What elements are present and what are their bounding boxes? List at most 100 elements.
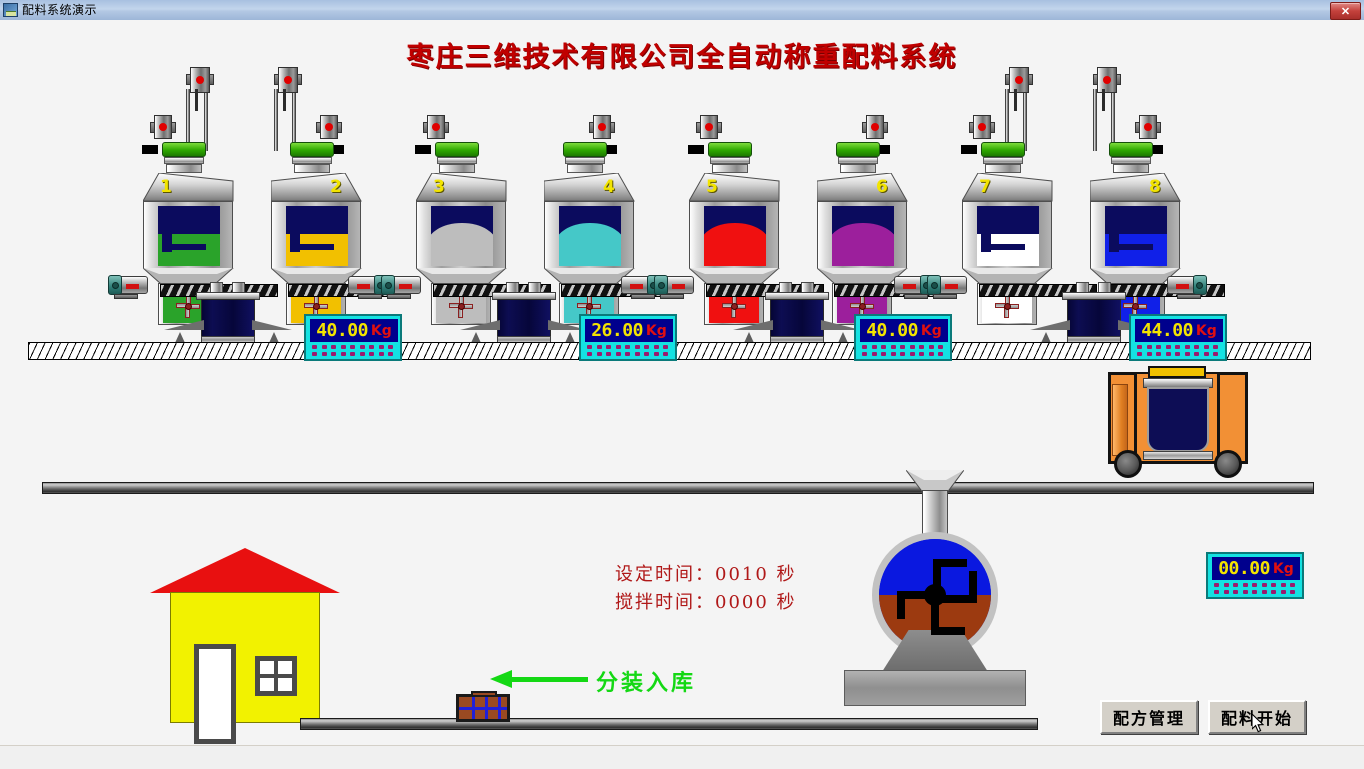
silo-valve xyxy=(1109,142,1153,157)
silo-valve-wing xyxy=(961,145,977,154)
recipe-management-button[interactable]: 配方管理 xyxy=(1100,700,1198,734)
silo-agitator-blade xyxy=(1017,210,1025,234)
scale-hopper-4[interactable] xyxy=(1030,282,1158,354)
screw-drive-motor-icon xyxy=(1167,275,1207,299)
silo-neck xyxy=(985,164,1021,173)
silo-2[interactable]: 2 xyxy=(268,67,364,340)
hopper-load-arm xyxy=(733,320,773,330)
close-icon[interactable]: ✕ xyxy=(1330,2,1361,20)
flow-arrow-line xyxy=(510,677,588,682)
silo-agitator-blade xyxy=(162,216,172,252)
silo-3[interactable]: 3 xyxy=(413,115,509,340)
dot-matrix-cell xyxy=(1194,352,1199,356)
screw-drive-motor-icon xyxy=(927,275,967,299)
warehouse-wall xyxy=(170,592,320,723)
mixer-hub xyxy=(924,584,946,606)
window-pane xyxy=(278,678,292,691)
silo-valve-wing xyxy=(142,145,158,154)
basket-grid-line xyxy=(459,707,507,710)
silo-impeller-icon xyxy=(848,293,876,319)
silo-motor-shaft xyxy=(1102,89,1105,111)
weight-screen: 26.00 Kg xyxy=(585,319,673,342)
dot-matrix-cell xyxy=(1214,590,1219,594)
mixer-paddle-right xyxy=(935,595,977,603)
scale-hopper-3[interactable] xyxy=(733,282,861,354)
mix-time-unit: 秒 xyxy=(776,592,797,613)
weight-screen: 44.00 Kg xyxy=(1135,319,1223,342)
dot-matrix-cell xyxy=(653,345,659,349)
silo-impeller-icon xyxy=(447,293,475,319)
silo-number-label: 7 xyxy=(979,177,991,197)
trolley-tank xyxy=(1147,387,1209,452)
hopper-body xyxy=(201,299,255,337)
silo-agitator-blade xyxy=(162,244,206,250)
mixer-paddle-top xyxy=(933,559,941,597)
dot-matrix-cell xyxy=(1137,345,1142,349)
scale-hopper-1[interactable] xyxy=(164,282,292,354)
dot-matrix-cell xyxy=(1271,583,1276,587)
dot-matrix-cell xyxy=(871,345,877,349)
dot-matrix-cell xyxy=(340,345,346,349)
silo-neck-ring xyxy=(437,157,477,164)
silo-body xyxy=(143,201,233,269)
weight-screen: 40.00 Kg xyxy=(860,319,948,342)
transfer-trolley[interactable] xyxy=(1108,366,1248,478)
dot-matrix-cell xyxy=(378,345,384,349)
silo-shoulder xyxy=(962,173,1053,202)
silo-standpipe xyxy=(274,89,278,151)
window-pane xyxy=(260,678,274,691)
scale-hopper-2[interactable] xyxy=(460,282,588,354)
main-transfer-rail xyxy=(42,482,1314,494)
silo-number-label: 3 xyxy=(433,177,445,197)
dot-matrix-cell xyxy=(890,352,896,356)
mixer-weight-display: 00.00 Kg xyxy=(1206,552,1304,599)
silo-motor-shaft xyxy=(283,89,286,111)
silo-impeller-icon xyxy=(174,293,202,319)
dot-matrix-cell xyxy=(625,352,630,356)
silo-valve-motor-icon xyxy=(316,115,342,139)
silo-body xyxy=(689,201,779,269)
silo-sight-window xyxy=(1105,206,1167,266)
dot-matrix-cell xyxy=(919,352,924,356)
silo-shoulder xyxy=(544,173,635,202)
mixer-weight-value: 00.00 xyxy=(1218,557,1270,579)
dot-matrix-cell xyxy=(1252,583,1257,587)
silo-5[interactable]: 5 xyxy=(686,115,782,340)
silo-material xyxy=(559,222,621,266)
silo-7[interactable]: 7 xyxy=(959,67,1055,340)
weight-display-3: 40.00 Kg xyxy=(854,314,952,361)
dot-matrix-cell xyxy=(1280,583,1286,587)
dot-matrix-cell xyxy=(1156,345,1161,349)
silo-agitator-blade xyxy=(290,244,334,250)
silo-valve xyxy=(981,142,1025,157)
silo-agitator-blade xyxy=(162,228,196,234)
mixer-paddle-left xyxy=(897,591,937,599)
silo-shoulder xyxy=(271,173,362,202)
set-time-unit: 秒 xyxy=(776,564,797,585)
dot-matrix-cell xyxy=(312,345,317,349)
dot-matrix-cell xyxy=(1223,583,1229,587)
weight-unit: Kg xyxy=(920,322,942,339)
silo-shoulder xyxy=(817,173,908,202)
window-pane xyxy=(260,661,274,674)
dot-matrix-cell xyxy=(615,352,621,356)
mixer-unit[interactable] xyxy=(840,469,1030,710)
silo-sight-window xyxy=(559,206,621,266)
dot-matrix-cell xyxy=(388,352,393,356)
silo-material xyxy=(704,222,766,266)
silo-4[interactable]: 4 xyxy=(541,115,637,340)
silo-1[interactable]: 1 xyxy=(140,67,236,340)
silo-impeller-icon xyxy=(720,293,748,319)
dot-matrix-cell xyxy=(1146,345,1152,349)
silo-neck-ring xyxy=(164,157,204,164)
product-basket xyxy=(456,691,510,722)
weight-value: 40.00 xyxy=(316,319,368,341)
weight-display-1: 40.00 Kg xyxy=(304,314,402,361)
weight-dotmatrix xyxy=(587,345,671,359)
dot-matrix-cell xyxy=(369,345,374,349)
weight-display-2: 26.00 Kg xyxy=(579,314,677,361)
client-area: 枣庄三维技术有限公司全自动称重配料系统 1 xyxy=(0,20,1364,745)
mixer-paddle-left-down xyxy=(897,591,905,619)
dot-matrix-cell xyxy=(1203,345,1209,349)
